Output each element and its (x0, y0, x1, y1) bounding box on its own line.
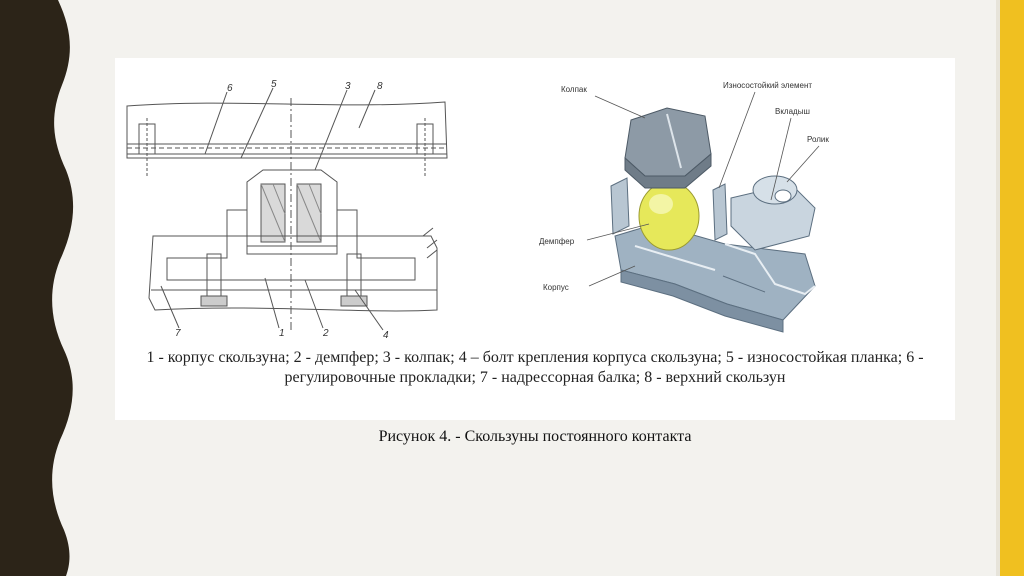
part-number-8: 8 (377, 81, 383, 92)
part-number-2: 2 (322, 328, 329, 339)
callout-insert: Вкладыш (775, 107, 810, 116)
figure-caption: Рисунок 4. - Скользуны постоянного конта… (378, 428, 692, 445)
right-border-divider (996, 0, 1000, 576)
part-number-3: 3 (345, 81, 351, 92)
section-drawing (126, 87, 448, 333)
part-number-4: 4 (383, 330, 389, 341)
part-number-6: 6 (227, 83, 233, 94)
part-number-7: 7 (175, 328, 181, 339)
callout-body: Корпус (543, 283, 569, 292)
slider-drawings: 6 5 3 8 7 1 2 4 (126, 79, 829, 341)
left-decorative-border (0, 0, 74, 576)
callout-wear-element: Износостойкий элемент (723, 81, 812, 90)
callout-damper: Демпфер (539, 237, 575, 246)
part-number-5: 5 (271, 79, 277, 90)
exploded-3d-view (586, 91, 820, 333)
callout-roller: Ролик (807, 135, 829, 144)
callout-cap: Колпак (561, 85, 587, 94)
right-accent-bar (1000, 0, 1024, 576)
figure-image: 6 5 3 8 7 1 2 4 (115, 58, 955, 420)
figure-legend: 1 - корпус скользуна; 2 - демпфер; 3 - к… (146, 349, 924, 386)
part-number-1: 1 (279, 328, 285, 339)
